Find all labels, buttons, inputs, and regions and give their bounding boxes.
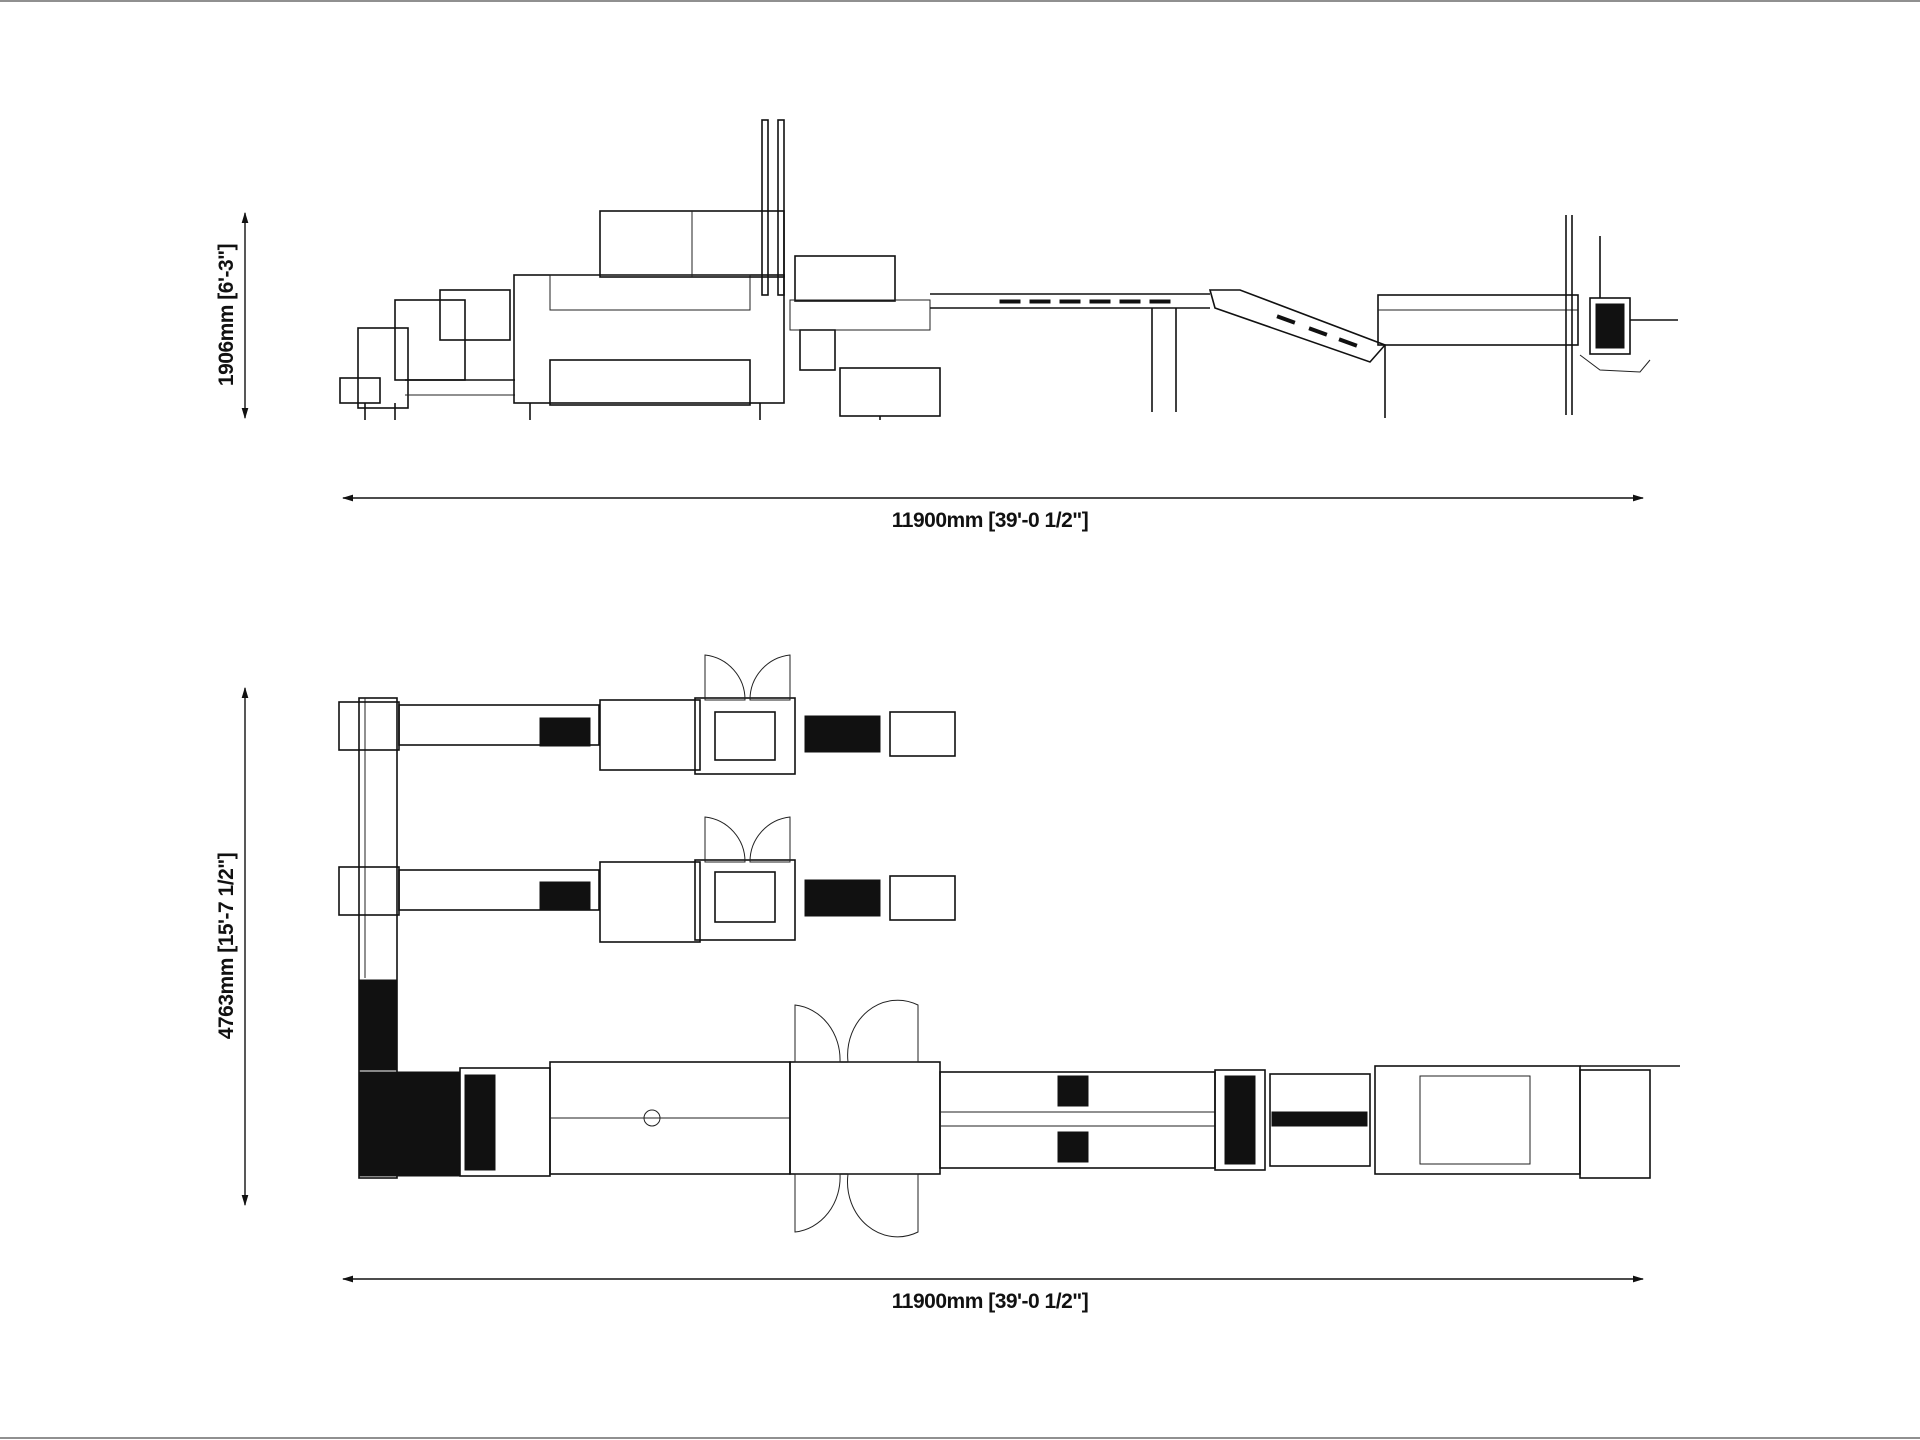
main-process-line xyxy=(358,999,1680,1238)
width-dimension-label: 4763mm [15'-7 1/2"] xyxy=(215,853,238,1039)
plan-length-dimension-label: 11900mm [39'-0 1/2"] xyxy=(892,1290,1088,1313)
plan-view: 4763mm [15'-7 1/2"] 11900mm [39'-0 1/2"] xyxy=(215,654,1680,1313)
packing-arm-1 xyxy=(338,654,956,775)
height-dimension-label: 1906mm [6'-3"] xyxy=(215,244,238,386)
packing-arm-2 xyxy=(338,816,956,943)
side-length-dimension-label: 11900mm [39'-0 1/2"] xyxy=(892,509,1088,532)
side-elevation-view: 1906mm [6'-3"] 11900mm [39'-0 1/2"] xyxy=(215,119,1678,532)
